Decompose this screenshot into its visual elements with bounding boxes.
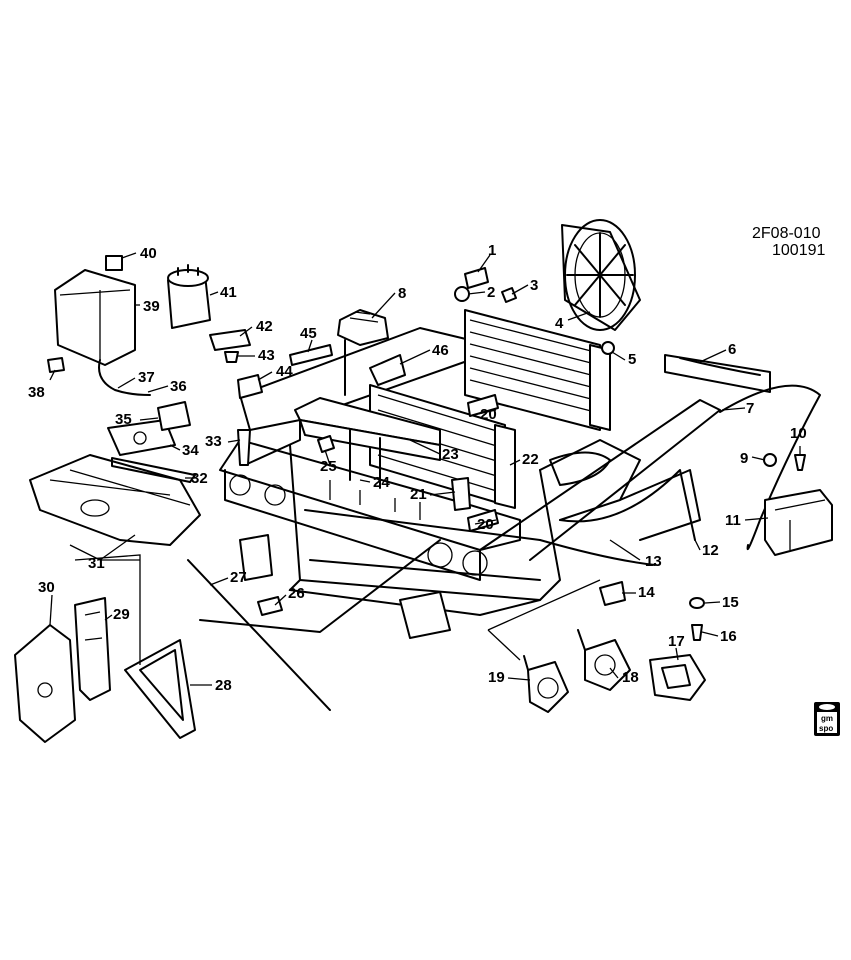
clip-25 (317, 435, 335, 453)
bracket-20-lower (467, 509, 499, 532)
callout-13: 13 (645, 553, 662, 570)
callout-2: 2 (487, 284, 495, 301)
callout-7: 7 (746, 400, 754, 417)
callout-6: 6 (728, 341, 736, 358)
callout-46: 46 (432, 342, 449, 359)
callout-37: 37 (138, 369, 155, 386)
callout-45: 45 (300, 325, 317, 342)
callout-24: 24 (373, 474, 390, 491)
clip-1 (464, 267, 489, 289)
callout-30: 30 (38, 579, 55, 596)
bolt (691, 624, 703, 641)
callout-labels: 1 2 3 4 5 6 7 8 9 10 11 12 13 14 15 16 1… (28, 242, 807, 694)
cooling-fan (561, 219, 641, 331)
callout-44: 44 (276, 363, 293, 380)
side-panel-29 (74, 597, 111, 701)
drawing-date: 100191 (772, 242, 825, 259)
callout-23: 23 (442, 446, 459, 463)
engine-mount (337, 309, 389, 396)
callout-41: 41 (220, 284, 237, 301)
triangular-brace (124, 639, 196, 739)
relay (167, 264, 211, 329)
leader-lines (49, 252, 801, 686)
nut-43 (224, 351, 239, 363)
callout-14: 14 (638, 584, 655, 601)
callout-8: 8 (398, 285, 406, 302)
callout-42: 42 (256, 318, 273, 335)
callout-25: 25 (320, 458, 337, 475)
fan-shroud-upper (294, 397, 441, 489)
callout-4: 4 (555, 315, 564, 332)
bracket-20-upper (467, 394, 499, 417)
washer-fluid-reservoir (54, 255, 151, 396)
bolt-33 (237, 429, 251, 466)
callout-3: 3 (530, 277, 538, 294)
bracket-21 (451, 477, 471, 511)
callout-18: 18 (622, 669, 639, 686)
hood-release-cable (719, 384, 821, 551)
bushing-26 (257, 596, 283, 616)
callout-36: 36 (170, 378, 187, 395)
callout-21: 21 (410, 486, 427, 503)
callout-26: 26 (288, 585, 305, 602)
radiator-cap (601, 341, 615, 355)
hose-lower (539, 539, 656, 566)
bracket-44 (237, 374, 263, 399)
bracket-34 (107, 419, 176, 456)
callout-1: 1 (488, 242, 496, 259)
callout-35: 35 (115, 411, 132, 428)
washer-pump (47, 357, 65, 373)
callout-16: 16 (720, 628, 737, 645)
bracket-46 (369, 354, 406, 386)
support-rod (199, 539, 441, 633)
callout-5: 5 (628, 351, 636, 368)
support-bar-right (664, 354, 771, 393)
gm-spo-logo: gm spo (814, 702, 840, 736)
callout-19: 19 (488, 669, 505, 686)
bracket-left-mount (239, 534, 273, 581)
callout-33: 33 (205, 433, 222, 450)
callout-9: 9 (740, 450, 748, 467)
callout-29: 29 (113, 606, 130, 623)
support-rod-27 (187, 559, 331, 711)
callout-32: 32 (191, 470, 208, 487)
callout-27: 27 (230, 569, 247, 586)
horn-left (523, 655, 569, 713)
reservoir-right (763, 453, 833, 556)
callout-15: 15 (722, 594, 739, 611)
callout-28: 28 (215, 677, 232, 694)
splash-shield (29, 454, 201, 546)
bracket-45 (289, 344, 333, 366)
callout-34: 34 (182, 442, 199, 459)
radiator-support-frame (219, 327, 721, 616)
callout-11: 11 (725, 512, 741, 529)
logo-text-spo: spo (819, 724, 833, 733)
horn-right (577, 629, 631, 691)
callout-17: 17 (668, 633, 685, 650)
callout-43: 43 (258, 347, 275, 364)
callout-31: 31 (88, 555, 105, 572)
logo-text-gm: gm (821, 714, 833, 723)
drawing-code: 2F08-010 (752, 225, 821, 242)
callout-10: 10 (790, 425, 807, 442)
hose (559, 469, 696, 541)
callout-40: 40 (140, 245, 157, 262)
clip-35 (157, 401, 191, 431)
side-panel-30 (14, 624, 76, 743)
grommet (689, 597, 705, 609)
callout-39: 39 (143, 298, 160, 315)
nut-3 (501, 287, 517, 303)
callout-22: 22 (522, 451, 539, 468)
bracket-center (399, 591, 451, 639)
bar-32 (111, 457, 196, 483)
clip (599, 581, 626, 606)
callout-38: 38 (28, 384, 45, 401)
bracket-lower-right (649, 654, 706, 701)
cap-2 (454, 286, 470, 302)
bracket-42 (209, 329, 251, 351)
callout-20-lower: 20 (477, 516, 494, 533)
callout-12: 12 (702, 542, 719, 559)
callout-20-upper: 20 (480, 406, 497, 423)
